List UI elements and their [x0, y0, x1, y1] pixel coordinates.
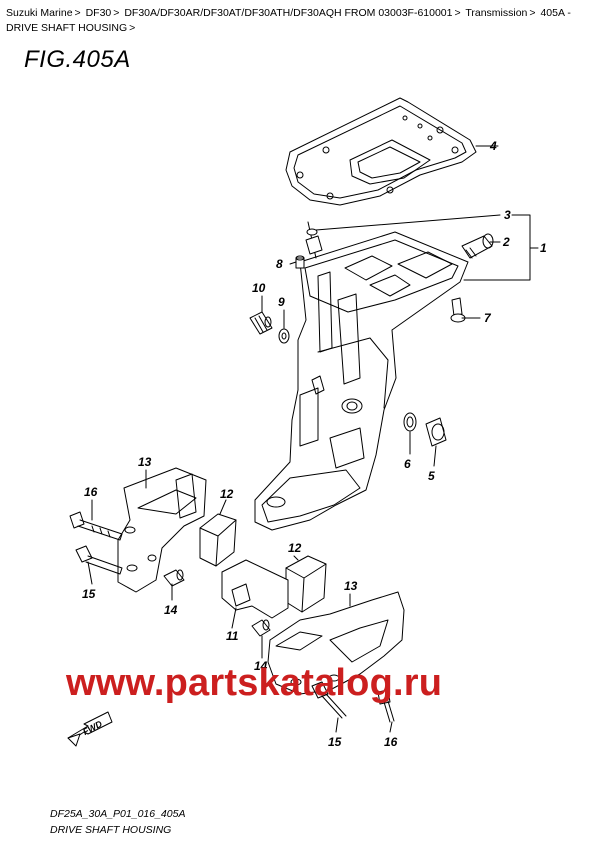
- callout-14-upper[interactable]: 14: [164, 603, 178, 617]
- callout-16-lower[interactable]: 16: [384, 735, 398, 749]
- callout-16-upper[interactable]: 16: [84, 485, 98, 499]
- part-bolt-16-upper[interactable]: [69, 511, 123, 541]
- part-mount-bracket-lower[interactable]: [267, 591, 405, 695]
- part-dowel-pin[interactable]: [295, 255, 305, 269]
- part-pin-14-upper[interactable]: [163, 569, 185, 587]
- callout-10[interactable]: 10: [252, 281, 266, 295]
- callout-15-lower[interactable]: 15: [328, 735, 342, 749]
- callout-9[interactable]: 9: [278, 295, 285, 309]
- callout-14-lower[interactable]: 14: [254, 659, 268, 673]
- breadcrumb-link-brand[interactable]: Suzuki Marine: [6, 7, 73, 19]
- breadcrumb-separator: >: [129, 22, 136, 34]
- callout-6[interactable]: 6: [404, 457, 411, 471]
- part-mount-cover[interactable]: [221, 559, 289, 619]
- part-mount-bracket-upper[interactable]: [117, 467, 207, 593]
- callout-12-lower[interactable]: 12: [288, 541, 302, 555]
- part-mount-rubber-lower[interactable]: [285, 555, 327, 613]
- fwd-arrow-icon: FWD: [67, 711, 113, 747]
- breadcrumb-current: 405A - DRIVE SHAFT HOUSING: [6, 7, 571, 34]
- callout-12-upper[interactable]: 12: [220, 487, 234, 501]
- part-pin-14-lower[interactable]: [251, 619, 271, 637]
- callout-13-upper[interactable]: 13: [138, 455, 152, 469]
- callout-8[interactable]: 8: [276, 257, 283, 271]
- part-grommet[interactable]: [461, 233, 494, 259]
- callout-13-lower[interactable]: 13: [344, 579, 358, 593]
- figure-title: FIG.405A: [24, 46, 131, 73]
- breadcrumb: Suzuki Marine> DF30> DF30A/DF30AR/DF30AT…: [6, 6, 594, 36]
- breadcrumb-link-section[interactable]: Transmission: [465, 7, 528, 19]
- callout-4[interactable]: 4: [489, 139, 497, 153]
- breadcrumb-separator: >: [454, 7, 461, 19]
- callout-11[interactable]: 11: [226, 629, 239, 643]
- callout-3[interactable]: 3: [504, 208, 511, 222]
- callout-7[interactable]: 7: [484, 311, 492, 325]
- part-bolt-15-upper[interactable]: [75, 545, 123, 575]
- breadcrumb-separator: >: [529, 7, 536, 19]
- callout-2[interactable]: 2: [502, 235, 510, 249]
- part-mount-rubber-upper[interactable]: [199, 513, 237, 567]
- watermark: www.partskatalog.ru: [66, 662, 443, 704]
- part-seal[interactable]: [403, 412, 417, 432]
- leader-lines: [87, 145, 539, 733]
- figure-code: DF25A_30A_P01_016_405A: [50, 808, 186, 820]
- part-bolt-7[interactable]: [450, 297, 466, 323]
- callout-15-upper[interactable]: 15: [82, 587, 96, 601]
- part-plug-5[interactable]: [425, 417, 447, 447]
- breadcrumb-separator: >: [113, 7, 120, 19]
- callout-1[interactable]: 1: [540, 241, 547, 255]
- part-bolt-15-lower[interactable]: [311, 681, 347, 719]
- part-gasket[interactable]: [285, 97, 477, 206]
- part-bolt-16-lower[interactable]: [377, 689, 395, 723]
- part-pin[interactable]: [305, 221, 323, 259]
- part-plug-bolt[interactable]: [249, 311, 273, 335]
- breadcrumb-separator: >: [74, 7, 81, 19]
- breadcrumb-link-variant[interactable]: DF30A/DF30AR/DF30AT/DF30ATH/DF30AQH FROM…: [124, 7, 453, 19]
- figure-name: DRIVE SHAFT HOUSING: [50, 824, 172, 836]
- breadcrumb-link-model[interactable]: DF30: [85, 7, 112, 19]
- callout-5[interactable]: 5: [428, 469, 435, 483]
- part-washer[interactable]: [278, 328, 290, 344]
- part-drive-shaft-housing[interactable]: [254, 231, 469, 531]
